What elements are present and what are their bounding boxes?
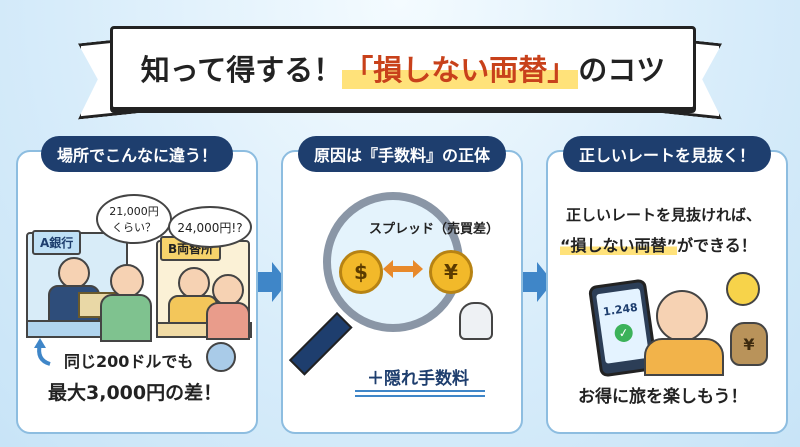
yen-symbol: ¥: [444, 260, 458, 284]
bubble-a-line1: 21,000円: [109, 205, 159, 218]
curved-arrow-icon: [34, 338, 51, 366]
right-arrow-icon: [523, 262, 553, 302]
phone-screen: 1.248 ✓: [596, 288, 650, 364]
smile-face-icon: [726, 272, 760, 306]
worried-face-icon: [206, 342, 236, 372]
magnifier-handle: [288, 312, 353, 376]
ghost-icon: [459, 302, 493, 340]
panel-correct-rate: 正しいレートを見抜く！ 正しいレートを見抜ければ、 “損しない両替”ができる！ …: [546, 136, 788, 434]
customer-a-icon: [110, 264, 144, 298]
double-arrow-icon: [383, 260, 423, 278]
customer-b-body-icon: [206, 302, 250, 340]
panel3-title: 正しいレートを見抜く！: [562, 136, 772, 172]
panel1-title: 場所でこんなに違う！: [40, 136, 234, 172]
dollar-symbol: $: [354, 260, 368, 284]
hidden-fee-label: ＋隠れ手数料: [367, 369, 469, 389]
dollar-coin-icon: $: [339, 250, 383, 294]
panel-fee-cause: 原因は『手数料』の正体 スプレッド（売買差） $ ¥ ＋隠れ手数料: [281, 136, 523, 434]
panel3-text-line2: “損しない両替”ができる！: [560, 232, 757, 256]
underline-1: [355, 390, 485, 392]
bubble-a-line2: くらい？: [112, 221, 156, 234]
panel2-title: 原因は『手数料』の正体: [297, 136, 507, 172]
customer-a-body-icon: [100, 294, 152, 342]
caption-line1: 同じ200ドルでも: [64, 352, 194, 371]
phone-rate: 1.248: [602, 300, 639, 319]
panel3-highlight: “損しない両替”: [560, 236, 678, 255]
bank-sign: A銀行: [32, 230, 82, 255]
caption-line2: 最大3,000円の差！: [48, 382, 223, 404]
panel3-text-suffix: ができる！: [677, 236, 757, 255]
panel3-text-line1: 正しいレートを見抜ければ、: [566, 206, 762, 224]
speech-bubble-b: 24,000円!?: [168, 206, 252, 248]
bubble-b-text: 24,000円!?: [177, 220, 243, 235]
money-bag-icon: ¥: [730, 322, 768, 366]
right-arrow-icon: [258, 262, 288, 302]
underline-2: [355, 395, 485, 397]
speech-bubble-a: 21,000円 くらい？: [96, 194, 172, 244]
panel-location-difference: 場所でこんなに違う！ A銀行 21,000円 くらい？ B両替所 24,000円…: [16, 136, 258, 434]
title-prefix: 知って得する！: [140, 53, 343, 87]
title-highlight: 「損しない両替」: [342, 47, 579, 89]
check-icon: ✓: [613, 322, 634, 344]
money-bag-symbol: ¥: [743, 334, 755, 354]
title-banner: 知って得する！ 「損しない両替」 のコツ: [110, 26, 696, 110]
spread-label: スプレッド（売買差）: [369, 222, 500, 237]
boy-body-icon: [644, 338, 724, 376]
panel3-caption: お得に旅を楽しもう！: [578, 387, 748, 407]
happy-boy-icon: [656, 290, 708, 342]
title-suffix: のコツ: [578, 53, 666, 87]
yen-coin-icon: ¥: [429, 250, 473, 294]
